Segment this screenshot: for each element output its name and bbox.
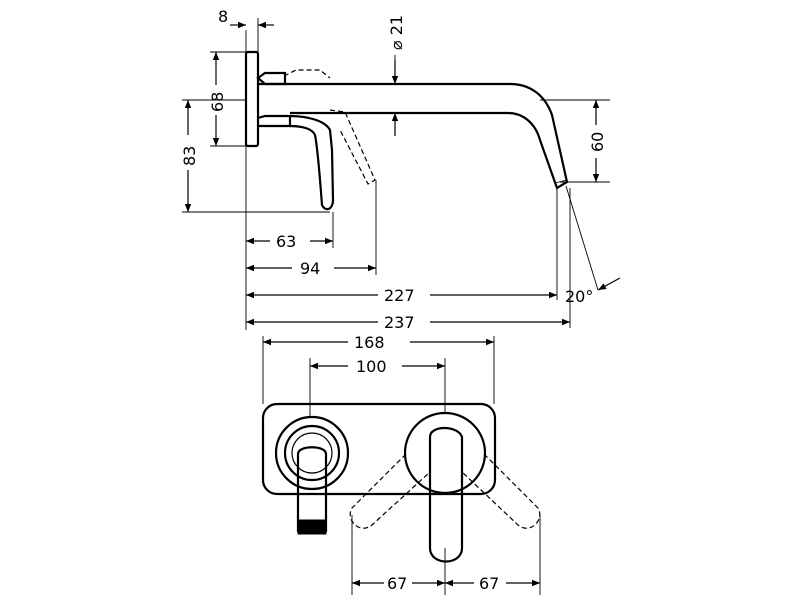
dim-total-height: 83 <box>180 146 199 166</box>
dim-handle-swing-depth: 94 <box>300 259 320 278</box>
valve-body <box>256 71 287 86</box>
dim-center-distance: 100 <box>356 357 387 376</box>
dim-plate-width: 168 <box>354 333 385 352</box>
handle-lever-front <box>428 426 464 563</box>
dim-handle-swing-left: 67 <box>387 574 407 593</box>
dim-handle-swing-right: 67 <box>479 574 499 593</box>
dim-spray-angle: 20° <box>565 287 593 306</box>
dim-total-projection: 237 <box>384 313 415 332</box>
dim-handle-depth: 63 <box>276 232 296 251</box>
handle-swing-dashed <box>329 109 376 185</box>
wall-plate <box>244 50 260 148</box>
spout-outlet <box>297 519 327 535</box>
dim-spout-drop: 60 <box>588 132 607 152</box>
front-plate <box>261 402 497 496</box>
spout <box>258 82 569 190</box>
handle-rosette <box>403 411 487 495</box>
dim-spout-diameter: ⌀ 21 <box>387 15 406 50</box>
dim-spout-projection: 227 <box>384 286 415 305</box>
spout-front <box>296 454 328 532</box>
handle-swing-left-dashed <box>349 453 431 529</box>
side-view: 8 ⌀ 21 68 83 60 63 94 227 237 <box>180 7 621 332</box>
dim-plate-height: 68 <box>208 92 227 112</box>
handle-lever <box>289 114 335 211</box>
handle-top-dashed <box>283 69 331 79</box>
dim-plate-thickness: 8 <box>218 7 228 26</box>
spout-rosette <box>274 415 350 491</box>
front-view: 168 100 67 67 <box>261 333 541 595</box>
handle-swing-right-dashed <box>461 453 541 529</box>
